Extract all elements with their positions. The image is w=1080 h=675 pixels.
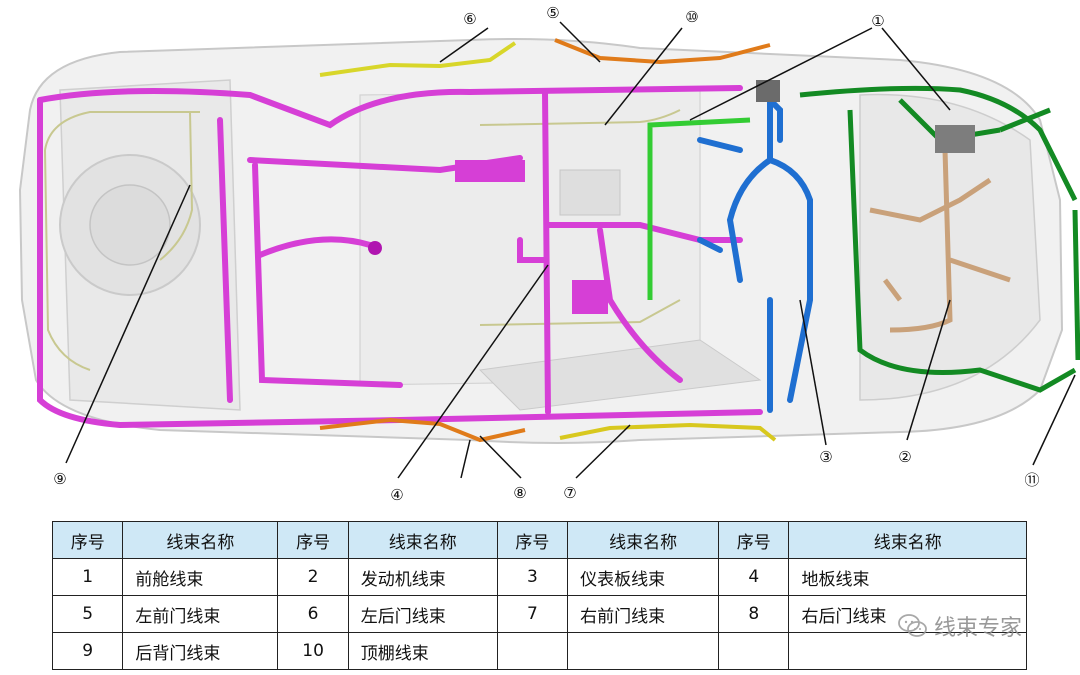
instrument-panel-harness [697, 82, 813, 413]
callout-11: ⑪ [1024, 471, 1039, 489]
legend-number: 7 [496, 595, 569, 633]
callout-9: ⑨ [53, 470, 66, 488]
legend-number: 6 [277, 595, 349, 633]
legend-name: 右前门线束 [567, 595, 720, 633]
engine-ecu [935, 125, 975, 153]
callout-2: ② [898, 448, 911, 466]
legend-number: 5 [51, 595, 124, 633]
right-rear-door-harness [319, 417, 526, 443]
legend-header-row: 序号 线束名称 序号 线束名称 序号 线束名称 序号 线束名称 [51, 521, 1027, 559]
legend-header-cell: 线束名称 [347, 521, 498, 559]
callout-1: ① [871, 12, 884, 30]
legend-number: 2 [277, 558, 349, 596]
callout-5: ⑤ [546, 4, 559, 22]
table-row: 5 左前门线束 6 左后门线束 7 右前门线束 8 右后门线束 [51, 595, 1027, 633]
callout-8: ⑧ [513, 484, 526, 502]
legend-name [788, 632, 1027, 670]
legend-number: 3 [496, 558, 569, 596]
right-front-door-harness [559, 422, 777, 442]
legend-name: 左后门线束 [347, 595, 498, 633]
left-rear-door-harness [319, 41, 517, 77]
legend-number [718, 632, 790, 670]
wechat-icon [898, 613, 928, 639]
harness-legend-table: 序号 线束名称 序号 线束名称 序号 线束名称 序号 线束名称 1 前舱线束 2… [51, 521, 1027, 670]
legend-header-cell: 线束名称 [567, 521, 720, 559]
floor-connector-block-2 [572, 280, 608, 314]
legend-header-cell: 序号 [718, 521, 790, 559]
legend-name [567, 632, 720, 670]
wiring-harness-diagram: ① ② ③ ④ ⑤ ⑥ ⑦ ⑧ ⑨ ⑩ ⑪ [18, 4, 1080, 504]
callout-4: ④ [390, 486, 403, 504]
callout-3: ③ [819, 448, 832, 466]
legend-header-cell: 序号 [51, 521, 124, 559]
table-row: 1 前舱线束 2 发动机线束 3 仪表板线束 4 地板线束 [51, 558, 1027, 596]
legend-number: 8 [718, 595, 790, 633]
roof-harness [479, 109, 681, 326]
engine-harness [869, 149, 1011, 333]
legend-header-cell: 线束名称 [122, 521, 279, 559]
tailgate-harness [44, 111, 200, 371]
watermark: 线束专家 [898, 608, 1022, 644]
legend-name: 地板线束 [788, 558, 1027, 596]
legend-number: 10 [277, 632, 349, 670]
floor-connector-block [455, 160, 525, 182]
legend-name: 后背门线束 [122, 632, 279, 670]
callout-labels: ① ② ③ ④ ⑤ ⑥ ⑦ ⑧ ⑨ ⑩ ⑪ [53, 4, 1039, 504]
legend-name: 左前门线束 [122, 595, 279, 633]
callout-7: ⑦ [563, 484, 576, 502]
legend-name: 前舱线束 [122, 558, 279, 596]
front-cabin-light-harness [647, 117, 751, 300]
legend-name: 仪表板线束 [567, 558, 720, 596]
legend-header-cell: 序号 [496, 521, 569, 559]
legend-number: 1 [51, 558, 124, 596]
vehicle-body [18, 38, 1064, 444]
legend-name: 顶棚线束 [347, 632, 498, 670]
left-front-door-harness [554, 38, 771, 65]
table-row: 9 后背门线束 10 顶棚线束 [51, 632, 1027, 670]
legend-number [496, 632, 569, 670]
legend-name: 发动机线束 [347, 558, 498, 596]
watermark-text: 线束专家 [934, 616, 1023, 641]
front-cabin-harness [799, 85, 1080, 393]
legend-header-cell: 线束名称 [788, 521, 1027, 559]
leader-lines [65, 21, 1076, 479]
legend-header-cell: 序号 [277, 521, 349, 559]
callout-6: ⑥ [463, 10, 476, 28]
legend-number: 4 [718, 558, 790, 596]
instrument-panel-connector [756, 80, 780, 102]
callout-10: ⑩ [685, 8, 698, 26]
floor-connector-round [368, 241, 382, 255]
legend-number: 9 [51, 632, 124, 670]
